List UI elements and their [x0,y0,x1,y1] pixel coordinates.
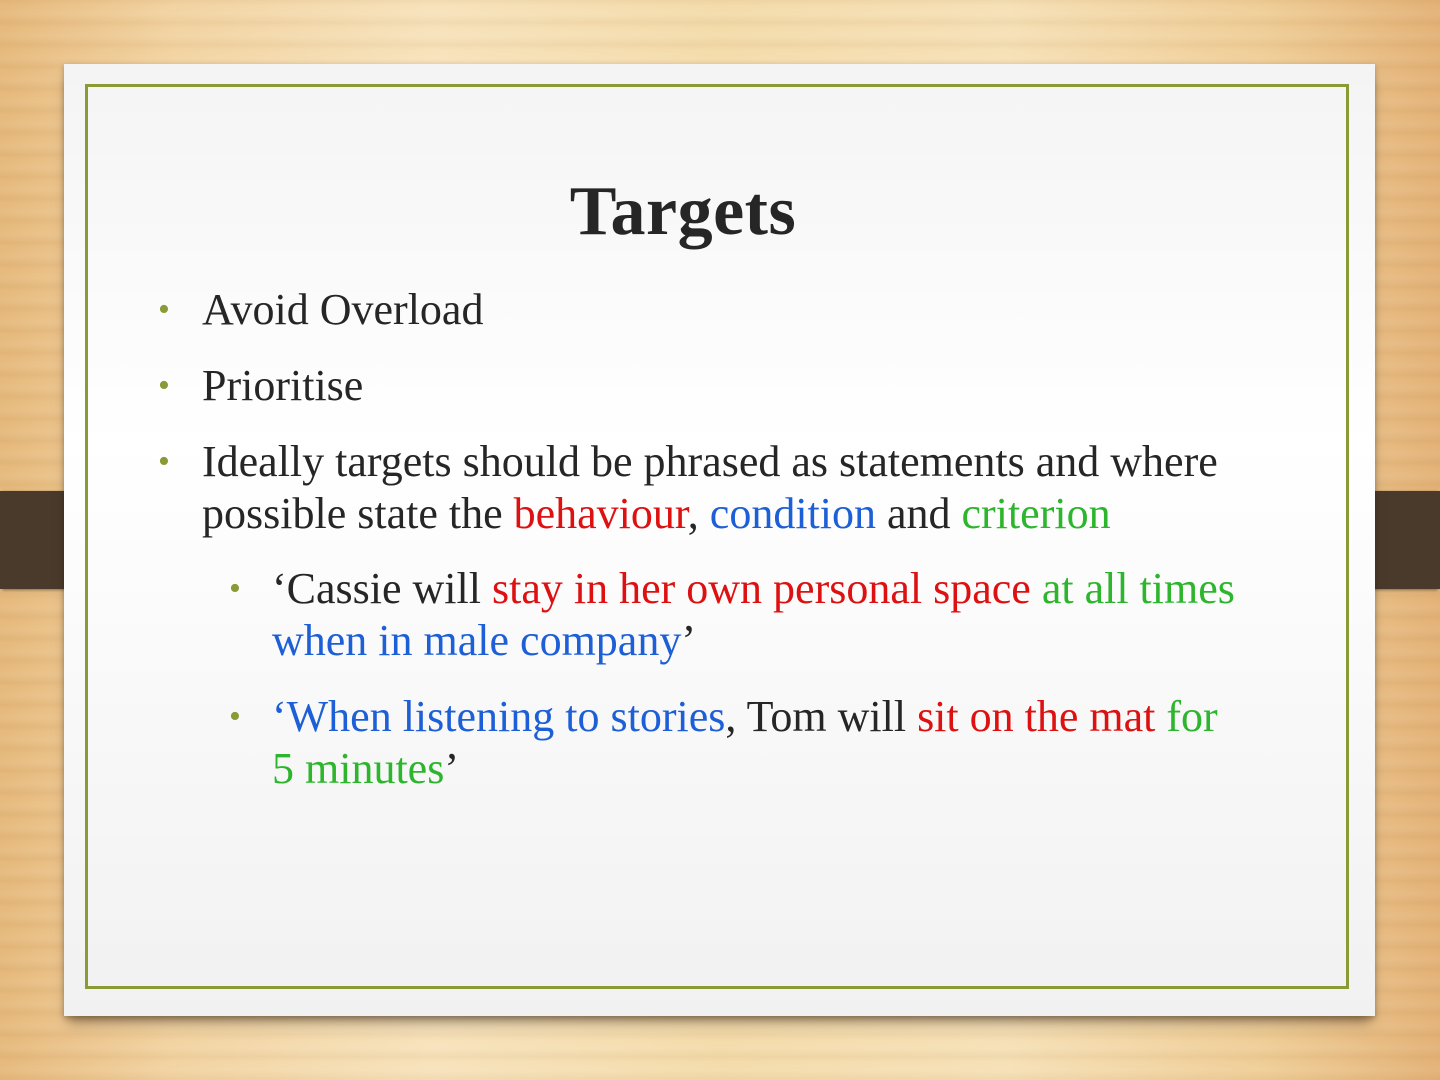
list-item-line: Ideally targets should be phrased as sta… [202,437,1218,486]
list-item-line: 5 minutes’ [272,743,1218,795]
sub-list-item-tom: ‘When listening to stories, Tom will sit… [272,691,1218,795]
text-span: and [876,489,962,538]
keyword-condition: condition [709,489,876,538]
text-span: ’ [444,744,459,793]
slide-card [64,64,1375,1016]
sub-list-item-cassie: ‘Cassie will stay in her own personal sp… [272,563,1235,667]
sub-bullet-marker: • [229,698,241,735]
list-item-avoid-overload: Avoid Overload [202,285,484,334]
bullet-marker: • [158,367,170,404]
slide-frame-border [85,84,1349,989]
list-item-ideally-targets: Ideally targets should be phrased as sta… [202,436,1218,540]
text-span: possible state the [202,489,514,538]
condition-span: when in male company [272,616,682,665]
sub-bullet-marker: • [229,570,241,607]
keyword-behaviour: behaviour [513,489,688,538]
bullet-marker: • [158,443,170,480]
text-span: , Tom will [725,692,918,741]
behaviour-span: stay in her own personal space [491,564,1031,613]
criterion-span: 5 minutes [272,744,445,793]
condition-span: ‘When listening to stories [272,692,726,741]
list-item-line: possible state the behaviour, condition … [202,488,1218,540]
behaviour-span: sit on the mat [917,692,1156,741]
bullet-marker: • [158,291,170,328]
keyword-criterion: criterion [961,489,1111,538]
slide-title: Targets [0,172,1440,252]
text-span: , [687,489,710,538]
list-item-prioritise: Prioritise [202,361,364,410]
criterion-span: at all times [1030,564,1235,613]
criterion-span: for [1155,692,1218,741]
text-span: ‘Cassie will [272,564,492,613]
list-item-line: when in male company’ [272,615,1235,667]
slide-title-text: Targets [569,173,797,250]
text-span: ’ [681,616,696,665]
list-item-line: ‘When listening to stories, Tom will sit… [272,691,1218,743]
list-item-line: ‘Cassie will stay in her own personal sp… [272,563,1235,615]
